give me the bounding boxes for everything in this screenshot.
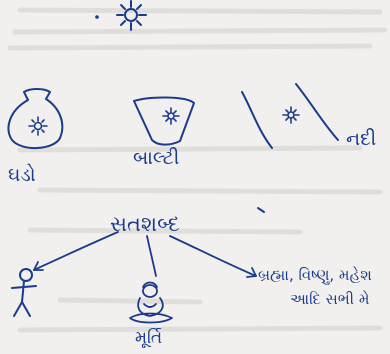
river-icon (241, 83, 339, 149)
label-root-satshabd: સતશબ્દ (110, 212, 180, 236)
sun-icon (162, 107, 180, 125)
label-bucket: બાલ્ટી (133, 147, 180, 169)
dot-mark (95, 15, 99, 19)
label-river: નદી (346, 128, 377, 150)
stray-mark (257, 207, 265, 213)
bucket-icon (133, 96, 195, 146)
pot-icon (7, 88, 64, 149)
label-pot: ઘડો (8, 164, 36, 186)
idol-icon (129, 281, 173, 324)
label-deities-line2: આદિ સભી મે (290, 290, 370, 308)
sun-icon (282, 106, 300, 124)
sun-icon (28, 116, 48, 136)
stick-figure-icon (11, 268, 37, 317)
sun-icon (116, 0, 147, 31)
label-deities-line1: બ્રહ્મા, વિષ્ણુ, મહેશ (258, 266, 372, 284)
tree-connectors (33, 231, 257, 278)
label-idol: મૂર્તિ (135, 328, 163, 348)
